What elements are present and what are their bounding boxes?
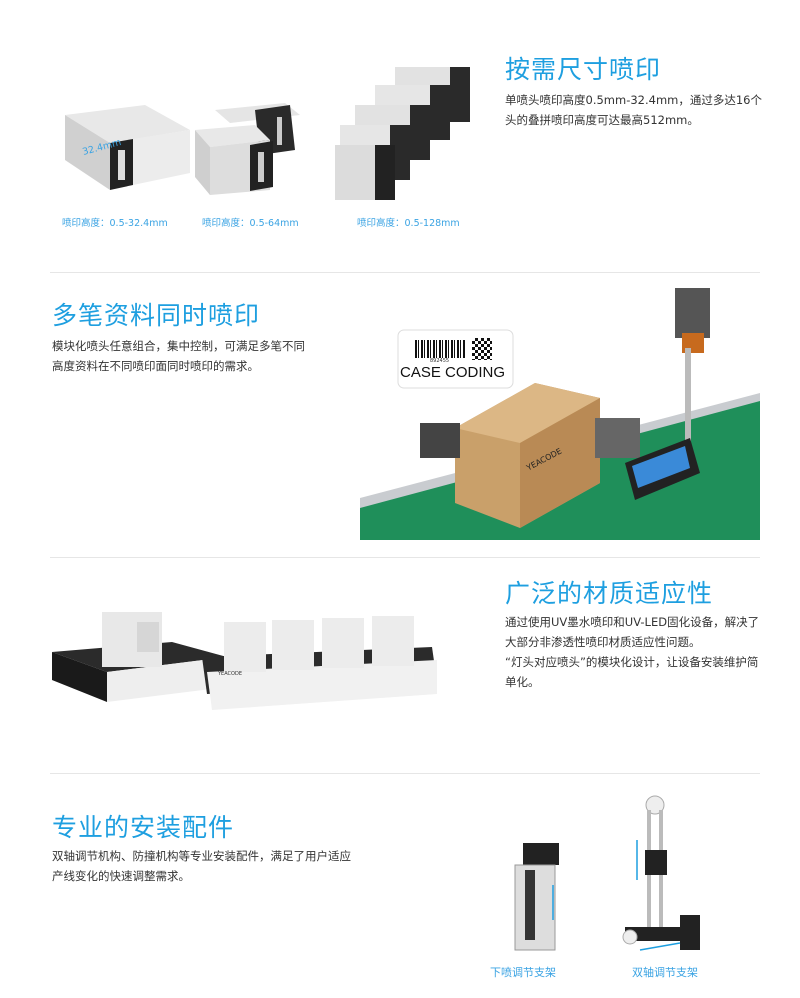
bracket-illustrations <box>514 795 700 951</box>
section-title: 广泛的材质适应性 <box>505 579 714 608</box>
section-title: 按需尺寸喷印 <box>505 55 662 84</box>
section-body: 双轴调节机构、防撞机构等专业安装配件，满足了用户适应产线变化的快速调整需求。 <box>52 849 351 883</box>
section-body: 通过使用UV墨水喷印和UV-LED固化设备，解决了大部分非渗透性喷印材质适应性问… <box>505 612 760 692</box>
section-body: 模块化喷头任意组合，集中控制，可满足多笔不同高度资料在不同喷印面同时喷印的需求。 <box>52 339 305 373</box>
stacked-print-heads <box>335 67 470 200</box>
section-title: 多笔资料同时喷印 <box>52 301 261 330</box>
case-coding-label: CASE CODING <box>400 364 506 381</box>
qr-code-icon <box>472 338 492 360</box>
barcode-icon <box>415 340 465 358</box>
barcode-number: 892455 <box>430 358 450 364</box>
brand-label: YEACODE <box>218 671 242 677</box>
case-coding-illustration <box>360 288 760 540</box>
body-paragraph: “灯头对应喷头”的模块化设计，让设备安装维护简单化。 <box>505 655 759 689</box>
down-spray-bracket <box>514 843 559 951</box>
caption-stacked-heads: 喷印高度：0.5-128mm <box>357 218 460 229</box>
dual-axis-bracket <box>622 795 700 951</box>
caption-down-spray-bracket: 下喷调节支架 <box>490 966 556 979</box>
caption-single-head: 喷印高度：0.5-32.4mm <box>62 218 168 229</box>
section-title: 专业的安装配件 <box>52 813 235 842</box>
double-print-head <box>195 103 300 195</box>
divider <box>50 272 760 273</box>
divider <box>50 773 760 774</box>
caption-double-head: 喷印高度：0.5-64mm <box>202 218 299 229</box>
uv-curing-device-illustration <box>52 612 437 710</box>
single-print-head <box>65 105 190 190</box>
caption-dual-axis-bracket: 双轴调节支架 <box>632 966 698 979</box>
divider <box>50 557 760 558</box>
body-paragraph: 通过使用UV墨水喷印和UV-LED固化设备，解决了大部分非渗透性喷印材质适应性问… <box>505 615 760 649</box>
section-body: 单喷头喷印高度0.5mm-32.4mm，通过多达16个头的叠拼喷印高度可达最高5… <box>505 93 762 127</box>
print-head-images <box>65 67 470 200</box>
